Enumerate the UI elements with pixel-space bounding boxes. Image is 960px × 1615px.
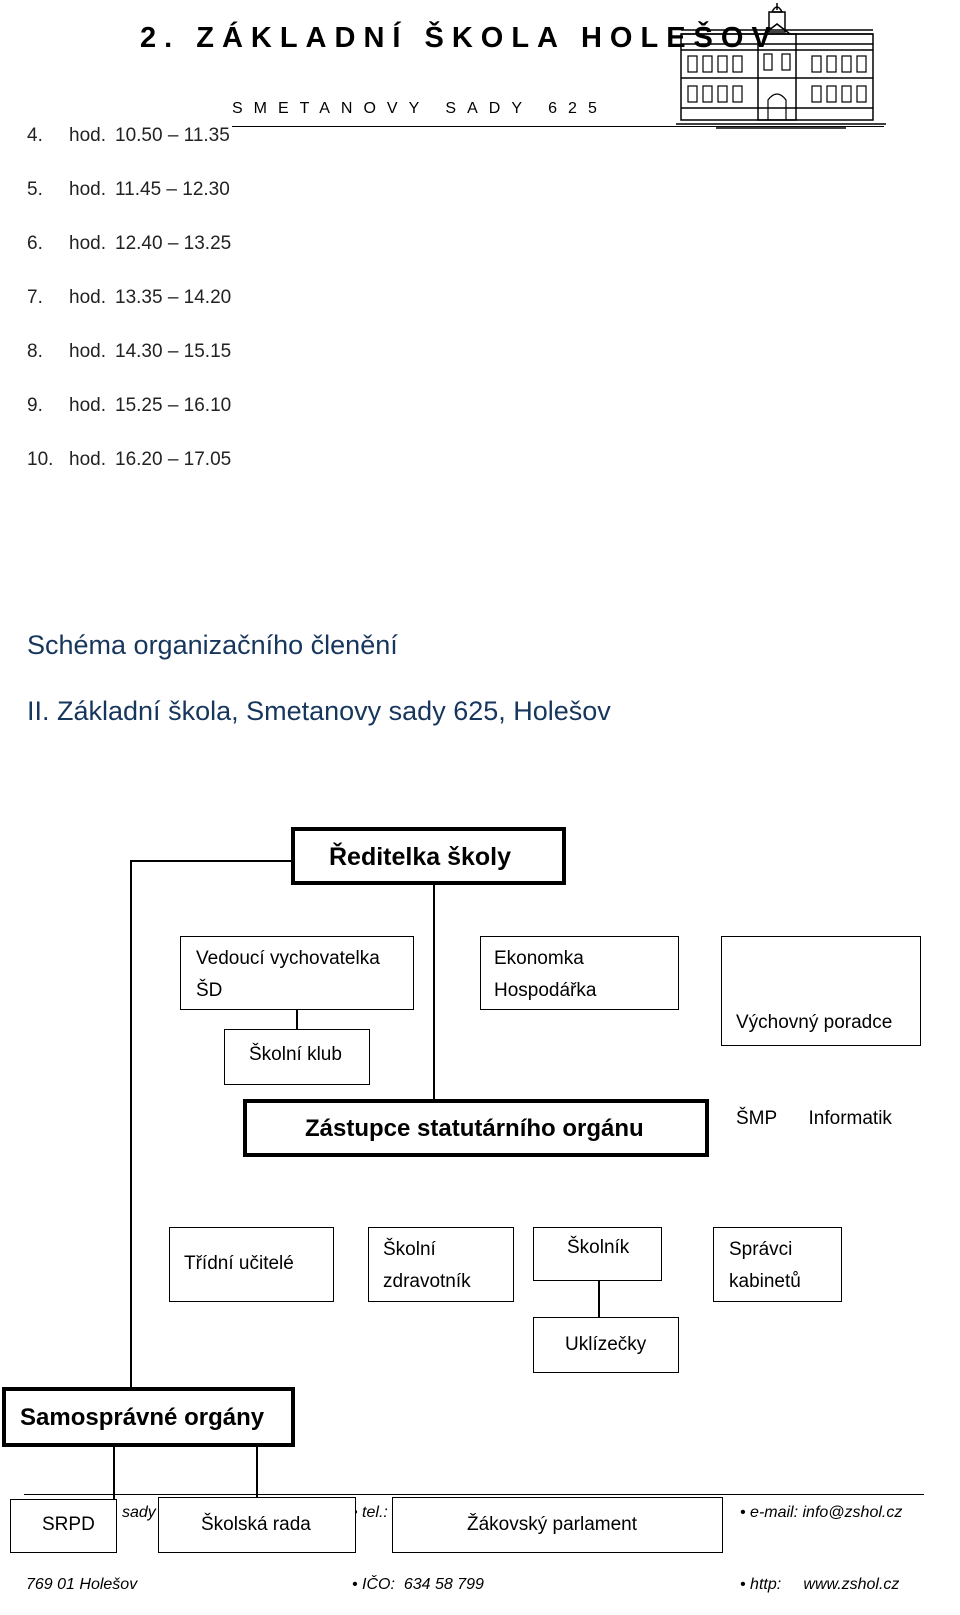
student-parliament-label: Žákovský parlament [467, 1514, 638, 1535]
lesson-time: 15.25 – 16.10 [115, 395, 232, 416]
connector-line [130, 860, 132, 1390]
lesson-row: 7. hod. 13.35 – 14.20 [27, 287, 231, 309]
connector-line [598, 1280, 600, 1318]
director-box: Ředitelka školy [291, 827, 566, 885]
lesson-number: 9. [27, 395, 43, 416]
lesson-time: 14.30 – 15.15 [115, 341, 232, 362]
lesson-time: 16.20 – 17.05 [115, 449, 232, 470]
lesson-hod: hod. [69, 395, 106, 416]
cleaners-box: Uklízečky [533, 1317, 679, 1373]
lesson-time: 13.35 – 14.20 [115, 287, 232, 308]
class-teachers-label: Třídní učitelé [184, 1253, 294, 1274]
economist-line1: Ekonomka [494, 948, 584, 969]
deputy-label: Zástupce statutárního orgánu [305, 1115, 644, 1142]
economist-line2: Hospodářka [494, 980, 597, 1001]
connector-line [130, 860, 293, 862]
connector-line [296, 1008, 298, 1030]
cabinet-admins-line1: Správci [729, 1239, 793, 1260]
school-nurse-line2: zdravotník [383, 1271, 471, 1292]
connector-line [433, 883, 435, 1101]
footer-city: 769 01 Holešov [26, 1576, 138, 1593]
lesson-row: 8. hod. 14.30 – 15.15 [27, 341, 231, 363]
head-educator-line1: Vedoucí vychovatelka [196, 948, 380, 969]
lesson-number: 4. [27, 125, 43, 146]
lesson-number: 7. [27, 287, 43, 308]
connector-line [256, 1444, 258, 1500]
footer-http: • http: www.zshol.cz [740, 1576, 900, 1593]
footer-divider [24, 1494, 924, 1495]
srpd-box: SRPD [10, 1499, 117, 1553]
lesson-number: 10. [27, 449, 54, 470]
self-gov-box: Samosprávné orgány [2, 1387, 295, 1447]
lesson-row: 10. hod. 16.20 – 17.05 [27, 449, 231, 471]
school-building-logo [676, 3, 886, 129]
advisor-line2: ŠMP Informatik [736, 1108, 892, 1129]
school-nurse-box: Školní zdravotník [368, 1227, 514, 1302]
lesson-row: 5. hod. 11.45 – 12.30 [27, 179, 230, 201]
student-parliament-box: Žákovský parlament [392, 1497, 723, 1553]
footer-ico: • IČO: 634 58 799 [352, 1576, 484, 1593]
janitor-label: Školník [567, 1237, 630, 1258]
head-educator-box: Vedoucí vychovatelka ŠD [180, 936, 414, 1010]
class-teachers-box: Třídní učitelé [169, 1227, 334, 1302]
lesson-number: 6. [27, 233, 43, 254]
cabinet-admins-line2: kabinetů [729, 1271, 801, 1292]
cabinet-admins-box: Správci kabinetů [713, 1227, 842, 1302]
srpd-label: SRPD [42, 1514, 95, 1535]
header-divider [232, 126, 884, 127]
lesson-time: 11.45 – 12.30 [115, 179, 230, 200]
school-board-label: Školská rada [201, 1514, 311, 1535]
lesson-number: 5. [27, 179, 43, 200]
self-gov-label: Samosprávné orgány [20, 1404, 265, 1431]
footer-tel: • tel.: [352, 1504, 388, 1521]
lesson-time: 10.50 – 11.35 [115, 125, 230, 146]
lesson-hod: hod. [69, 233, 106, 254]
lesson-time: 12.40 – 13.25 [115, 233, 232, 254]
connector-line [113, 1444, 115, 1500]
school-name: 2. ZÁKLADNÍ ŠKOLA HOLEŠOV [140, 22, 779, 54]
school-club-box: Školní klub [224, 1029, 370, 1085]
head-educator-line2: ŠD [196, 980, 223, 1001]
deputy-box: Zástupce statutárního orgánu [243, 1099, 709, 1157]
lesson-hod: hod. [69, 341, 106, 362]
lesson-hod: hod. [69, 179, 106, 200]
advisor-box: Výchovný poradce ŠMP Informatik [721, 936, 921, 1129]
lesson-hod: hod. [69, 125, 106, 146]
school-board-box: Školská rada [158, 1497, 356, 1553]
lesson-hod: hod. [69, 449, 106, 470]
lesson-row: 9. hod. 15.25 – 16.10 [27, 395, 231, 417]
cleaners-label: Uklízečky [565, 1334, 647, 1355]
school-club-label: Školní klub [249, 1044, 342, 1065]
lesson-row: 6. hod. 12.40 – 13.25 [27, 233, 231, 255]
janitor-box: Školník [533, 1227, 662, 1281]
director-label: Ředitelka školy [329, 843, 512, 871]
footer-address-fragment: sady [122, 1504, 156, 1521]
economist-box: Ekonomka Hospodářka [480, 936, 679, 1010]
lesson-number: 8. [27, 341, 43, 362]
schema-heading: Schéma organizačního členění [27, 630, 398, 660]
school-nurse-line1: Školní [383, 1239, 436, 1260]
school-heading: II. Základní škola, Smetanovy sady 625, … [27, 696, 611, 726]
school-address: SMETANOVY SADY 625 [232, 100, 608, 117]
footer-email: • e-mail: info@zshol.cz [740, 1504, 903, 1521]
lesson-row: 4. hod. 10.50 – 11.35 [27, 125, 230, 147]
lesson-hod: hod. [69, 287, 106, 308]
advisor-line1: Výchovný poradce [736, 1012, 893, 1033]
